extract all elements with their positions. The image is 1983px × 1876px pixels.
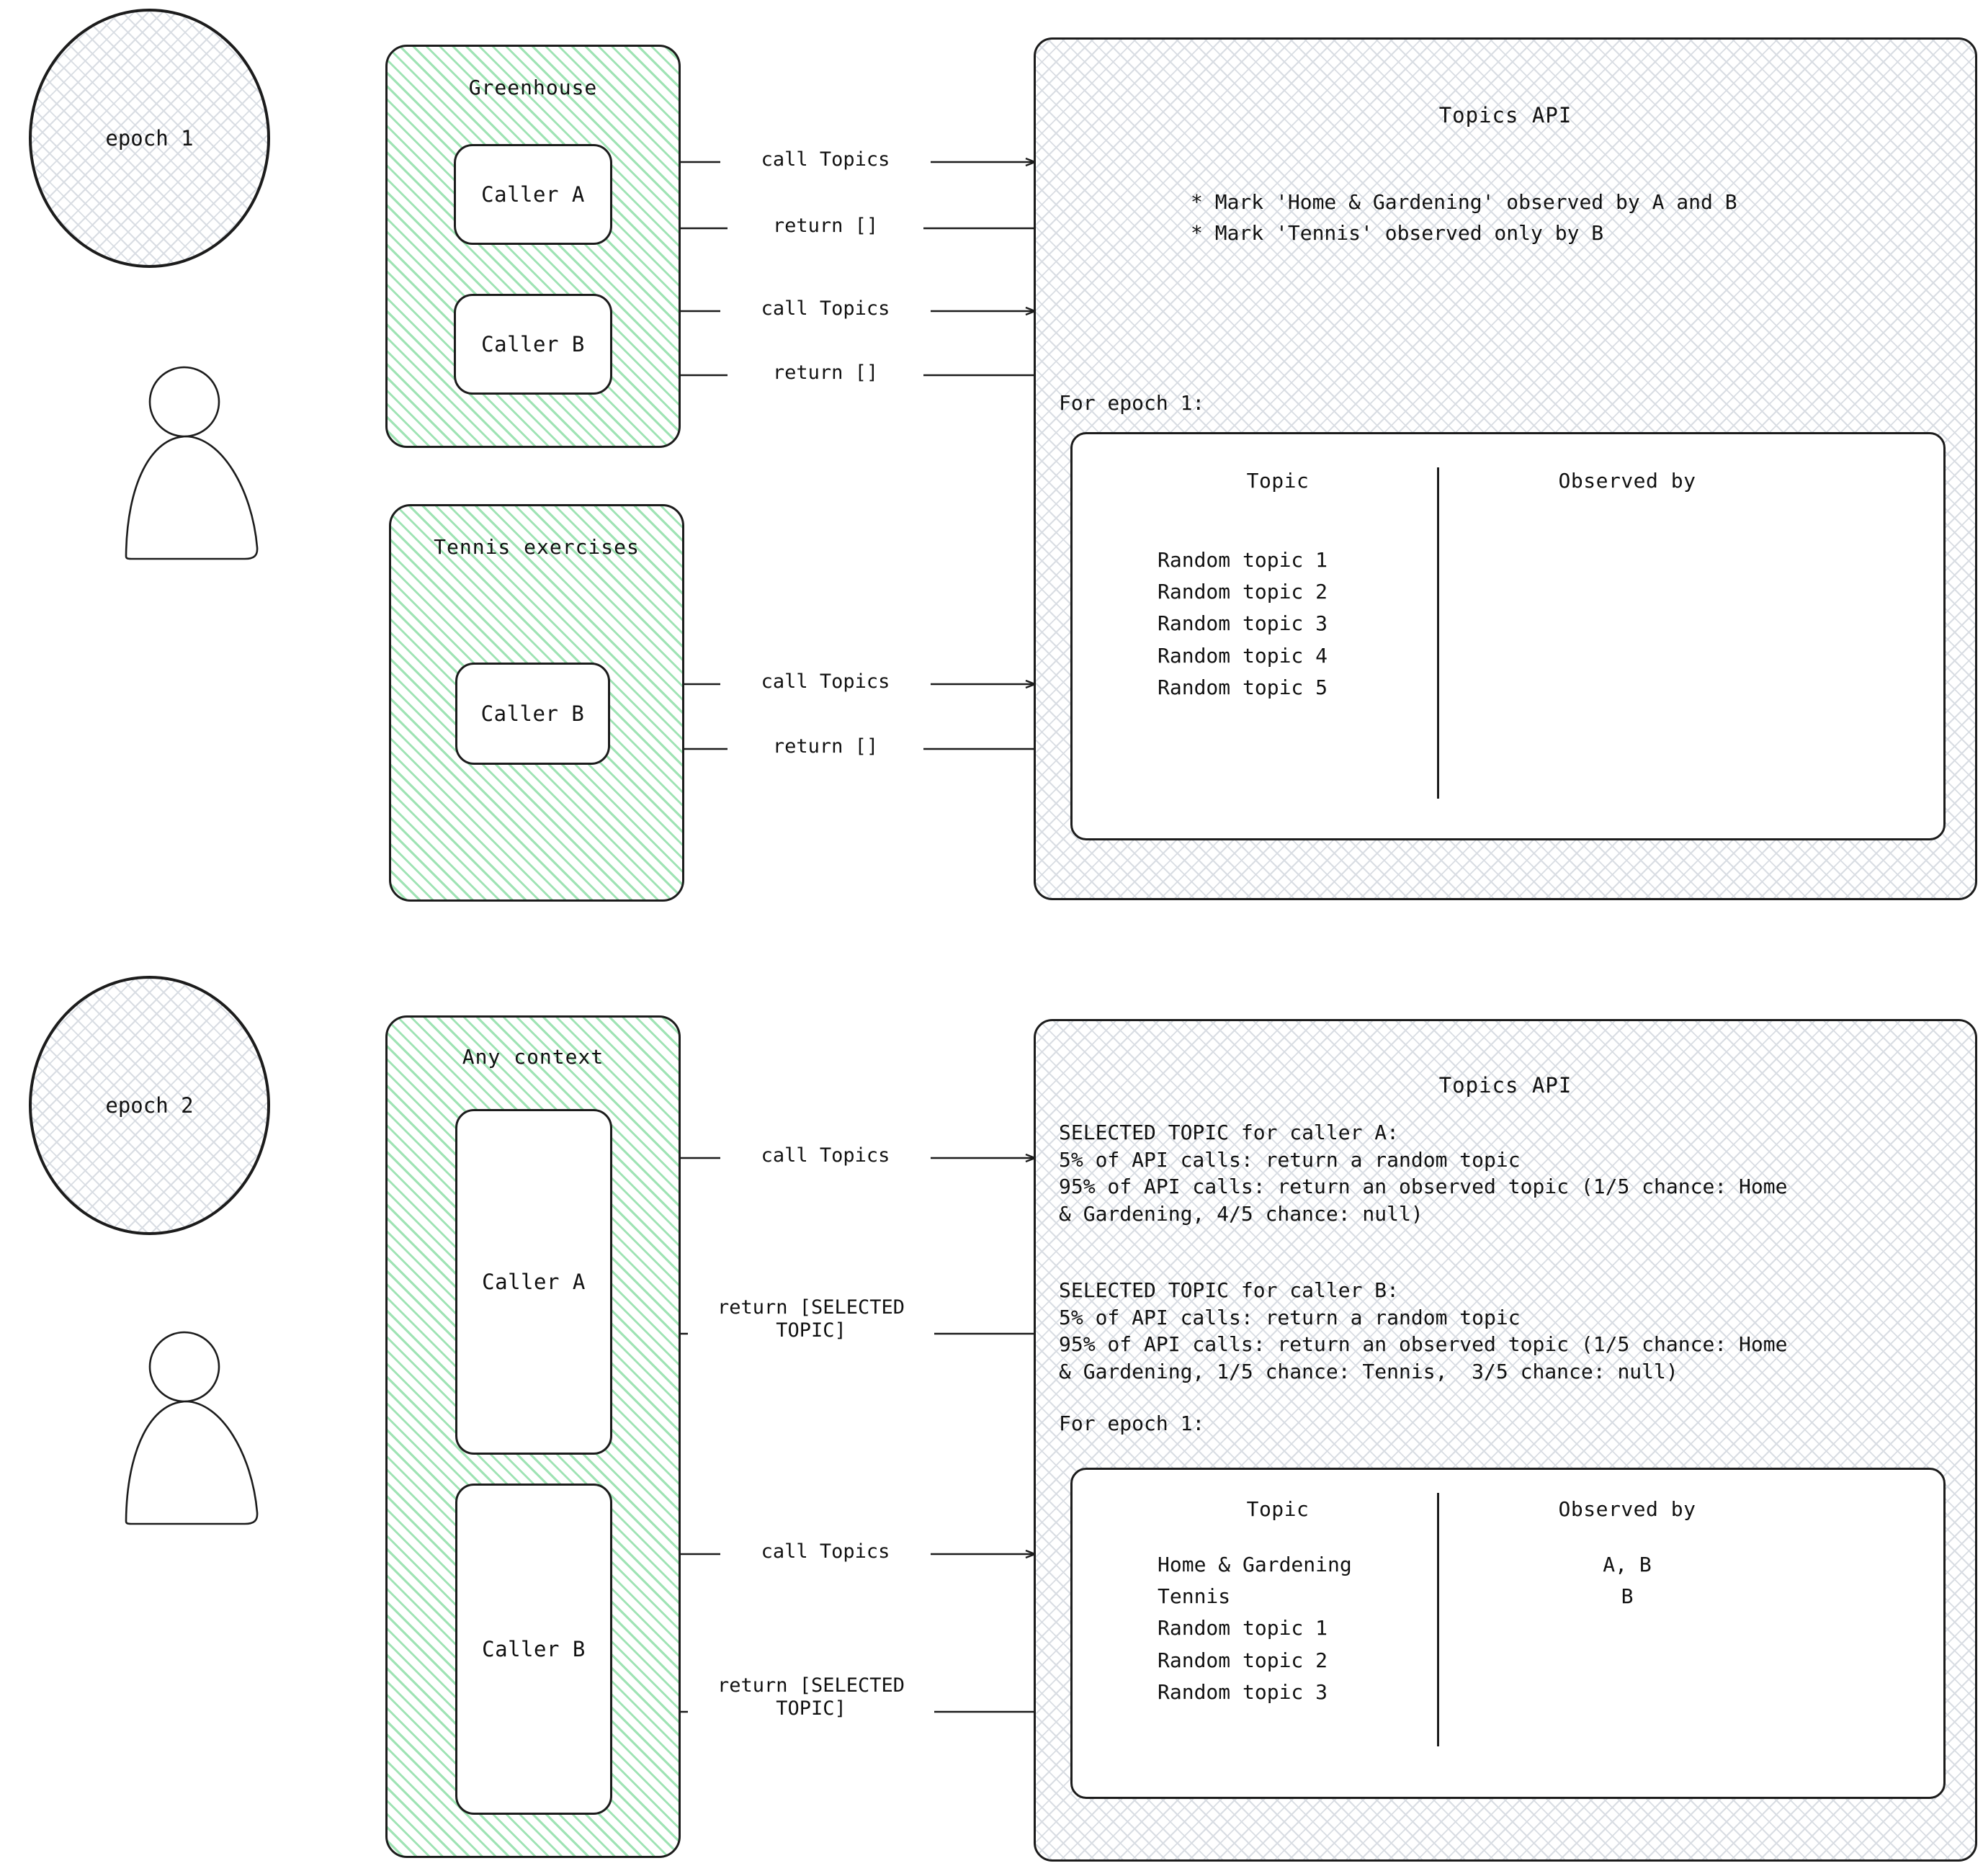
arrow-label-return-empty: return [] [728,215,923,238]
arrow-label-return-selected-topic: return [SELECTED TOPIC] [688,1674,934,1720]
topics-table-epoch2: Topic Observed by Home & Gardening Tenni… [1070,1468,1946,1799]
context-tennis-exercises-title: Tennis exercises [434,535,640,559]
arrow-label-return-selected-topic: return [SELECTED TOPIC] [688,1296,934,1342]
epoch-1-circle: epoch 1 [29,9,270,268]
table-row: Random topic 5 [1158,675,1328,699]
table-column-header-topic: Topic [1246,469,1310,493]
table-row [1483,1677,1771,1708]
caller-a-any-context[interactable]: Caller A [455,1109,612,1455]
table-row: Random topic 2 [1158,580,1328,604]
epoch-2-circle: epoch 2 [29,976,270,1235]
table-row [1483,576,1771,608]
arrow-label-return-empty: return [] [728,735,923,758]
table-row: Random topic 3 [1158,611,1328,636]
caller-a-greenhouse[interactable]: Caller A [454,144,612,245]
table-row: Home & Gardening [1158,1553,1352,1576]
caller-b-greenhouse[interactable]: Caller B [454,294,612,395]
topics-table-epoch1: Topic Observed by Random topic 1 Random … [1070,432,1946,840]
caller-a-greenhouse-label: Caller A [481,182,585,207]
topics-api-epoch2-note-caller-b: SELECTED TOPIC for caller B: 5% of API c… [1059,1278,1788,1383]
table-row: Random topic 2 [1158,1648,1328,1672]
arrow-label-call-topics: call Topics [720,148,931,171]
table-observed-by-column [1483,544,1771,704]
table-row [1483,672,1771,704]
caller-b-greenhouse-label: Caller B [481,332,585,356]
caller-a-any-context-label: Caller A [482,1270,586,1294]
caller-b-tennis[interactable]: Caller B [455,663,610,765]
bullet-item: * Mark 'Tennis' observed only by B [1191,220,1604,245]
context-greenhouse-title: Greenhouse [468,76,598,99]
arrow-label-return-empty: return [] [728,362,923,385]
table-column-header-topic: Topic [1246,1497,1310,1521]
topics-api-epoch1: Topics API * Mark 'Home & Gardening' obs… [1034,37,1977,900]
table-row: Tennis [1158,1584,1231,1609]
table-topic-column: Home & Gardening Tennis Random topic 1 R… [1158,1549,1431,1708]
table-topic-column: Random topic 1 Random topic 2 Random top… [1158,544,1431,704]
bullet-item: * Mark 'Home & Gardening' observed by A … [1191,190,1737,214]
table-row [1483,608,1771,639]
topics-api-epoch1-for-epoch-label: For epoch 1: [1059,391,1205,415]
person-icon [125,1331,259,1525]
table-observed-by-column: A, B B [1483,1549,1771,1708]
topics-api-epoch2-title: Topics API [1438,1073,1572,1098]
table-row: Random topic 1 [1158,1616,1328,1641]
person-icon [125,366,259,560]
arrow-label-call-topics: call Topics [720,1540,931,1563]
epoch-2-label: epoch 2 [105,1093,194,1118]
table-row: A, B [1603,1553,1652,1576]
caller-b-tennis-label: Caller B [480,701,585,726]
topics-api-epoch2-for-epoch-label: For epoch 1: [1059,1412,1205,1435]
table-row [1483,640,1771,672]
arrow-label-call-topics: call Topics [720,297,931,320]
table-row: B [1621,1584,1634,1609]
table-column-header-observed-by: Observed by [1558,469,1696,493]
arrow-label-call-topics: call Topics [720,1144,931,1167]
table-row [1483,544,1771,576]
caller-b-any-context[interactable]: Caller B [455,1484,612,1815]
topics-api-epoch2-note-caller-a: SELECTED TOPIC for caller A: 5% of API c… [1059,1121,1788,1226]
table-row: Random topic 1 [1158,548,1328,572]
caller-b-any-context-label: Caller B [482,1637,586,1661]
epoch-1-label: epoch 1 [105,126,194,151]
topics-api-epoch2: Topics API SELECTED TOPIC for caller A: … [1034,1019,1977,1862]
table-row: Random topic 3 [1158,1679,1328,1704]
table-row [1483,1645,1771,1677]
topics-api-epoch1-bullets: * Mark 'Home & Gardening' observed by A … [1191,187,1954,248]
context-any-context-title: Any context [462,1045,604,1069]
table-row: Random topic 4 [1158,643,1328,668]
table-column-divider [1437,467,1439,799]
topics-api-epoch1-title: Topics API [1438,103,1572,127]
table-row [1483,1612,1771,1644]
table-column-header-observed-by: Observed by [1558,1497,1696,1521]
arrow-label-call-topics: call Topics [720,670,931,694]
table-column-divider [1437,1493,1439,1746]
